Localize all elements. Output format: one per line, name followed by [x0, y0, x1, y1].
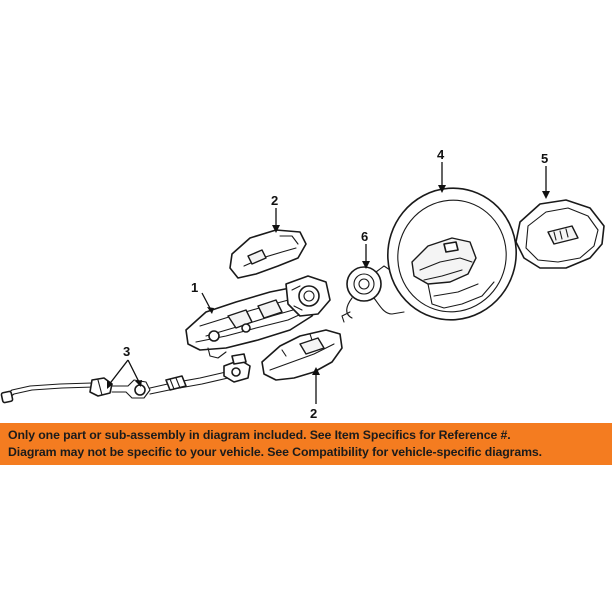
callout-part-3: 3: [123, 344, 130, 359]
callout-part-6: 6: [361, 229, 368, 244]
airbag-module-icon: [515, 199, 605, 269]
leader-arrowheads: [107, 185, 550, 389]
intermediate-shaft-icon: [0, 353, 251, 404]
callout-part-2-bottom: 2: [310, 406, 317, 421]
clockspring-icon: [341, 265, 405, 323]
callout-part-1: 1: [191, 280, 198, 295]
callout-part-2-top: 2: [271, 193, 278, 208]
steering-wheel-icon: [387, 187, 517, 321]
notice-line-2: Diagram may not be specific to your vehi…: [8, 445, 542, 459]
callout-part-4: 4: [437, 147, 445, 162]
column-shroud-icon: [261, 329, 343, 381]
callout-part-5: 5: [541, 151, 548, 166]
notice-banner: Only one part or sub-assembly in diagram…: [0, 423, 612, 465]
steering-column-icon: [185, 275, 331, 359]
notice-line-1: Only one part or sub-assembly in diagram…: [8, 428, 511, 442]
column-shroud-icon: [229, 229, 307, 279]
